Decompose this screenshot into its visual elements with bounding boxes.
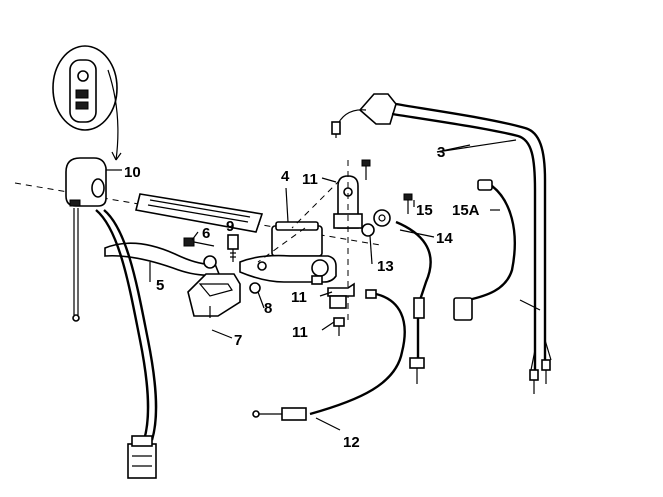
callout-6: 6 [202,225,211,242]
washer [361,223,375,237]
callout-5: 5 [156,277,165,294]
throttle-cable [331,93,552,394]
leader-lines [106,139,517,431]
callout-4: 4 [281,168,290,185]
callout-13: 13 [377,258,394,275]
bottom-bolt [333,317,345,336]
cable-14 [395,220,432,384]
small-bolt-15 [403,193,413,214]
master-cylinder [239,221,337,285]
nut [249,282,261,294]
callout-15: 15 [416,202,433,219]
callout-15a: 15A [452,202,480,219]
callout-11-middle: 11 [291,289,307,306]
lower-clamp [327,282,355,309]
assembly-line [257,227,306,263]
top-bolt [361,159,371,180]
cable-12 [252,289,406,421]
callout-7: 7 [234,332,243,349]
switch-block [187,273,241,318]
callout-11-lower: 11 [292,324,308,341]
assembly-line [291,179,341,229]
cable-15a [453,179,516,321]
wiring-harness [95,209,158,479]
callout-14: 14 [436,230,453,247]
switch-housing [65,157,107,322]
lever-screw [183,237,215,247]
adjuster-nut [373,209,391,227]
callout-11-upper: 11 [302,171,318,188]
callout-10: 10 [124,164,141,181]
pivot-bolt [227,234,239,262]
switch-detail-bubble [52,45,122,161]
callout-12: 12 [343,434,360,451]
handlebar-grip [135,193,264,233]
callout-9: 9 [226,218,235,235]
callout-8: 8 [264,300,273,317]
callout-3: 3 [437,144,446,161]
